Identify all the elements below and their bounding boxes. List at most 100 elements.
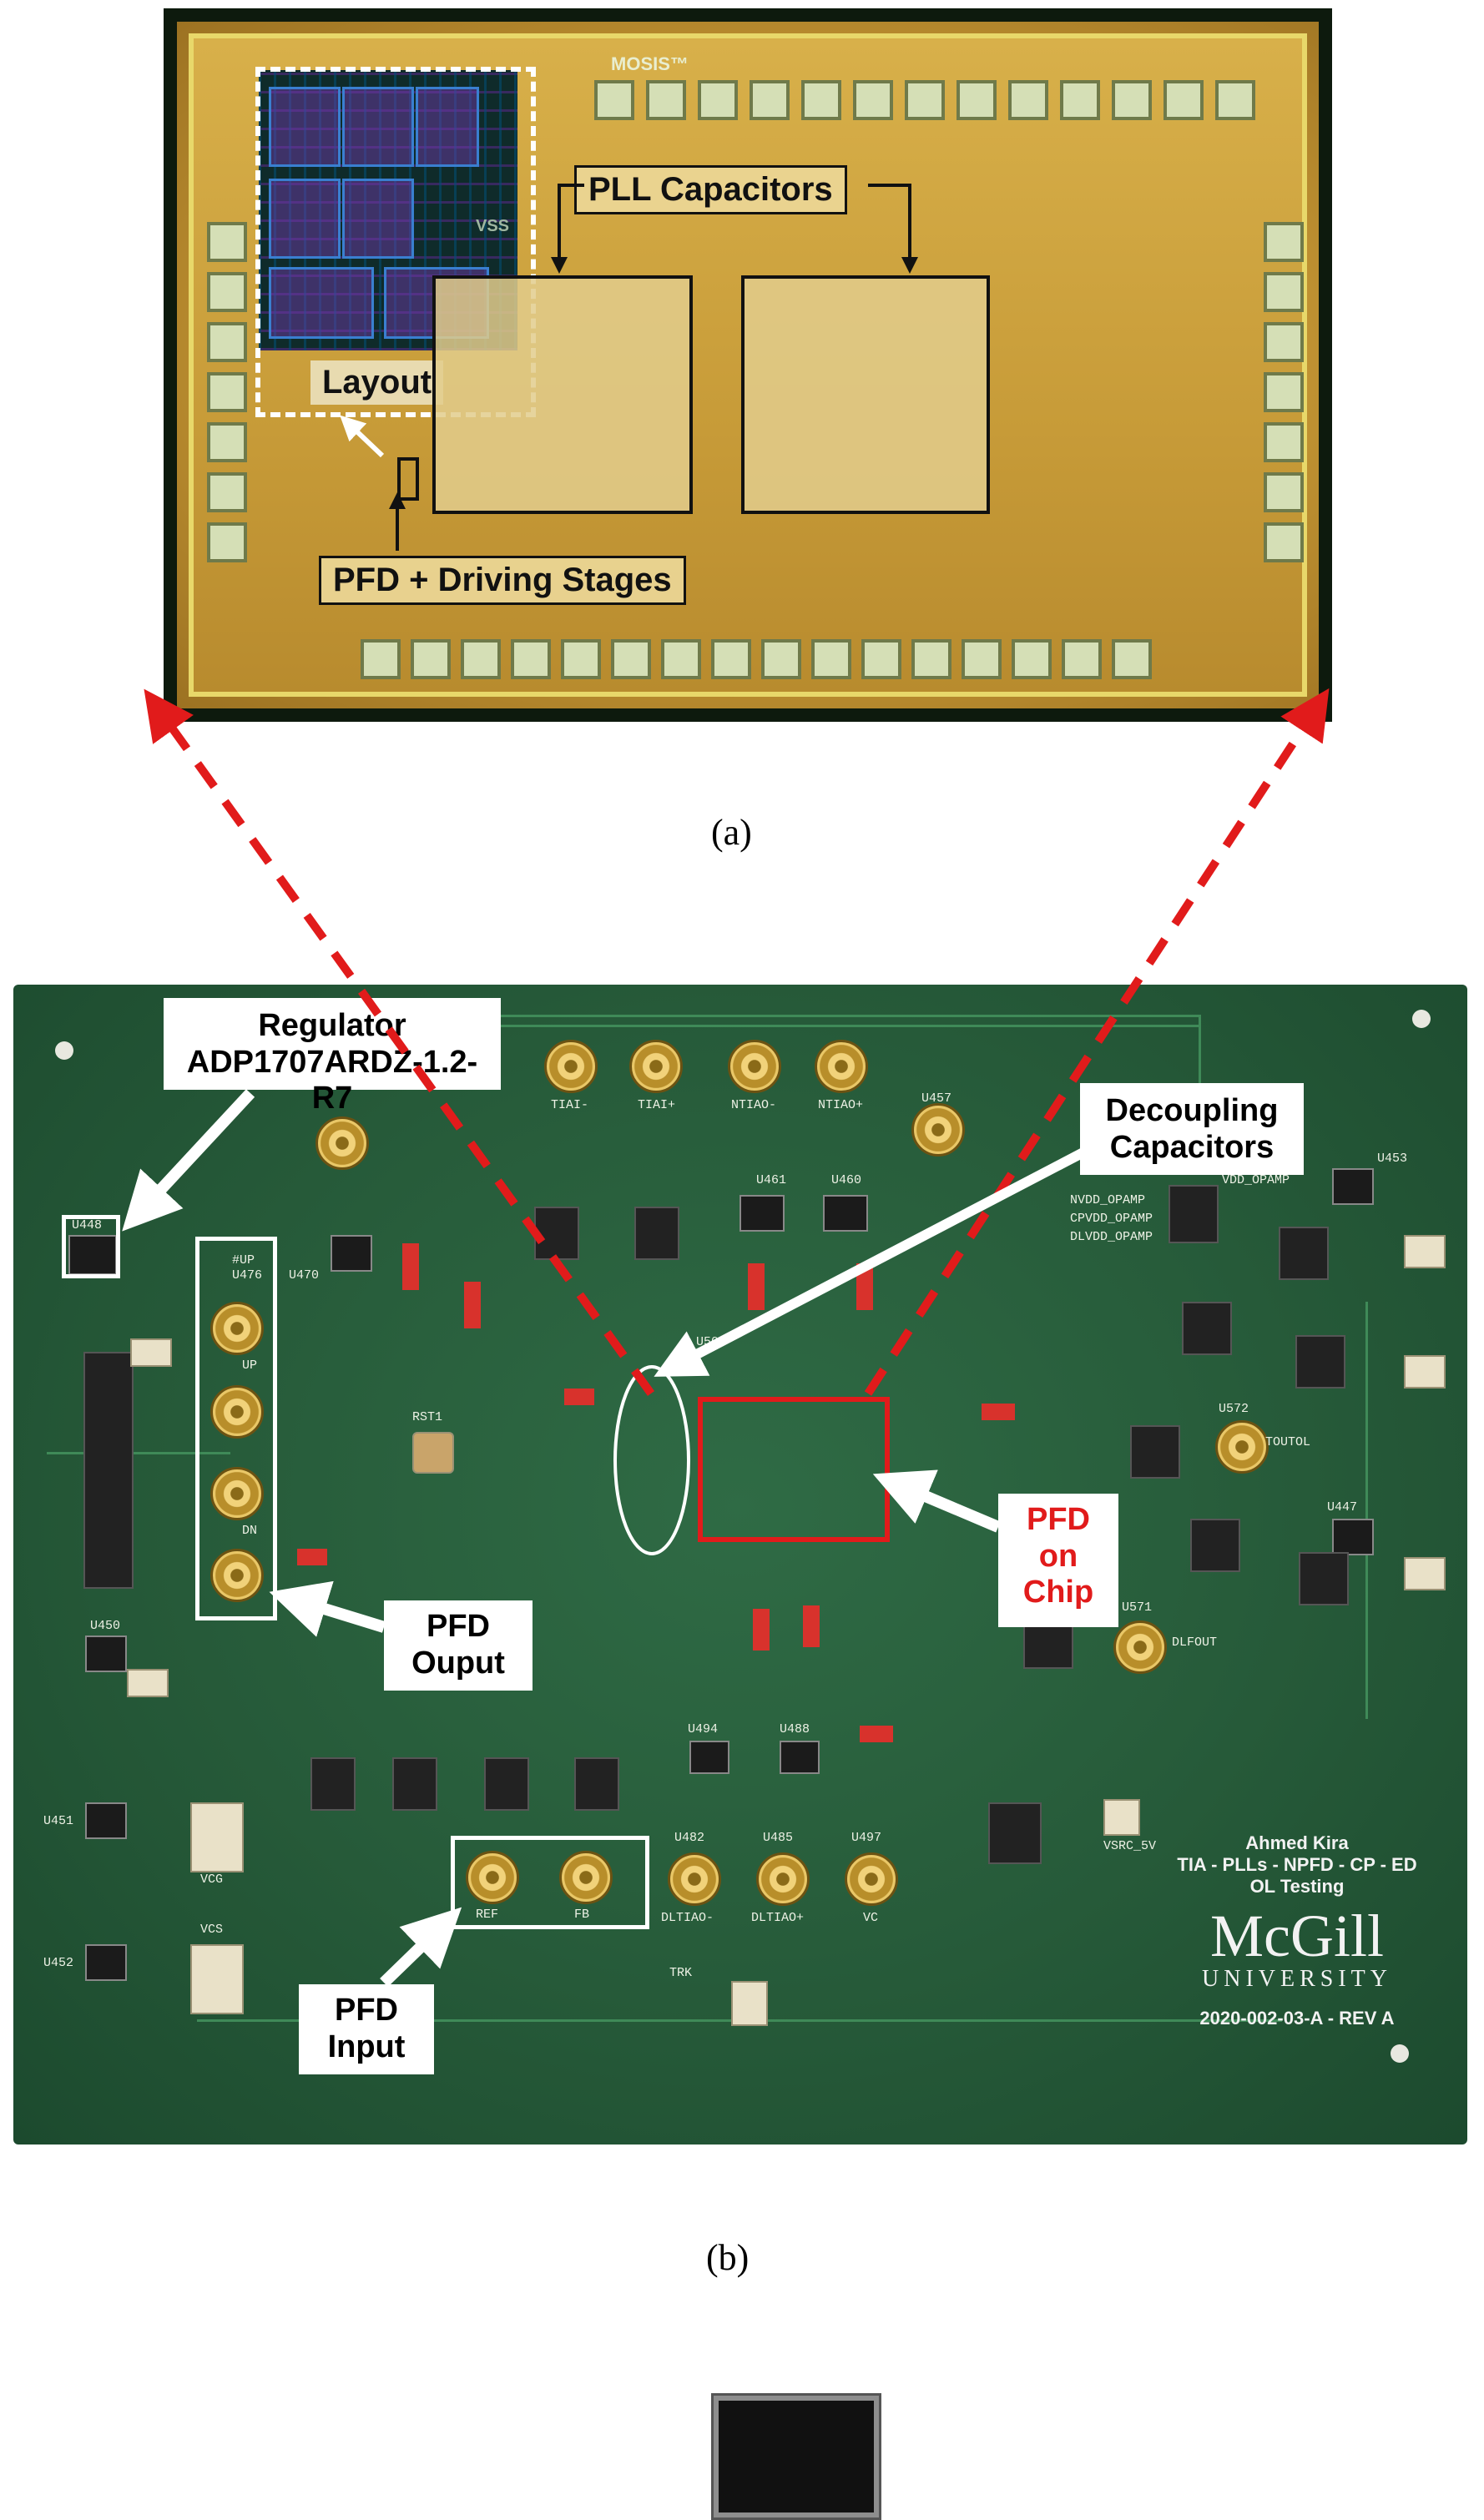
jumper xyxy=(564,1389,594,1405)
sma-connector xyxy=(210,1549,264,1602)
mosis-mark: MOSIS™ xyxy=(611,53,689,74)
bond-pad xyxy=(207,222,247,262)
jumper xyxy=(297,1549,327,1565)
bond-pad xyxy=(853,80,893,120)
pll-capacitors-label: PLL Capacitors xyxy=(574,165,847,214)
pcb-trace xyxy=(331,1025,1199,1027)
sma-connector xyxy=(210,1467,264,1520)
author-label: Ahmed Kira xyxy=(1245,1832,1349,1853)
header-connector xyxy=(130,1338,172,1367)
pfd-input-callout: PFD Input xyxy=(299,1984,434,2074)
bond-pad xyxy=(207,522,247,562)
sma-connector xyxy=(815,1040,868,1093)
regulator-arrow xyxy=(122,1089,255,1232)
u460-label: U460 xyxy=(831,1173,862,1187)
sma-connector xyxy=(210,1385,264,1439)
bond-pad xyxy=(646,80,686,120)
bond-pad xyxy=(801,80,841,120)
u572-label: U572 xyxy=(1219,1402,1249,1416)
fb-label: FB xyxy=(574,1908,590,1922)
bond-pad xyxy=(461,639,501,679)
mounting-hole xyxy=(55,1041,73,1060)
pfd-chip-callout-line2: on xyxy=(1038,1538,1078,1574)
panel-a-caption: (a) xyxy=(711,812,752,853)
zoom-arrow-right xyxy=(864,688,1330,1396)
ic-chip xyxy=(85,1944,127,1981)
pcb-board: TIAI- TIAI+ NTIAO- NTIAO+ U457 #UP U476 … xyxy=(13,985,1467,2520)
jumper xyxy=(856,1263,873,1310)
nup-label: #UP xyxy=(232,1253,255,1268)
ntiao-neg-label: NTIAO- xyxy=(731,1098,777,1112)
pfd-chip-callout: PFD on Chip xyxy=(998,1494,1118,1627)
dip-switch xyxy=(310,1757,356,1811)
vcs-label: VCS xyxy=(200,1923,224,1937)
sma-connector xyxy=(756,1852,810,1906)
pfd-output-callout-line2: Ouput xyxy=(411,1645,505,1681)
vss-label: VSS xyxy=(476,217,510,235)
bond-pad xyxy=(361,639,401,679)
zoom-arrow-left xyxy=(144,688,655,1396)
nvdd-opamp-label: NVDD_OPAMP xyxy=(1070,1193,1146,1207)
pcb-trace xyxy=(47,1452,230,1454)
sma-connector xyxy=(845,1852,898,1906)
bond-pad xyxy=(561,639,601,679)
header-connector xyxy=(127,1669,169,1697)
die-micrograph: MOSIS™ VSS Layout PLL Capacitors PFD + D… xyxy=(164,8,1332,722)
dip-switch xyxy=(1295,1335,1345,1389)
layout-highlight-box xyxy=(255,67,536,417)
pfd-driving-label: PFD + Driving Stages xyxy=(319,556,686,605)
pfd-input-arrow xyxy=(380,1907,462,1988)
sma-connector xyxy=(911,1103,965,1157)
bond-pad xyxy=(207,322,247,362)
vsrc-label: VSRC_5V xyxy=(1103,1839,1157,1853)
pfd-output-callout-line1: PFD xyxy=(427,1609,490,1644)
pfd-chip-callout-line3: Chip xyxy=(1022,1575,1094,1610)
vc-label: VC xyxy=(863,1911,879,1925)
dltiao-neg-label: DLTIAO- xyxy=(661,1911,714,1925)
header-connector xyxy=(190,1802,244,1872)
bond-pad xyxy=(1215,80,1255,120)
pcb-trace xyxy=(1199,1015,1201,1115)
project-label: TIA - PLLs - NPFD - CP - ED xyxy=(1177,1854,1417,1875)
bond-pad xyxy=(1060,80,1100,120)
decoupling-arrow xyxy=(654,1147,1088,1377)
header-connector xyxy=(1103,1799,1140,1836)
pfd-input-box xyxy=(451,1836,649,1929)
ic-chip xyxy=(85,1802,127,1839)
mounting-hole xyxy=(1391,2044,1409,2063)
bond-pad xyxy=(207,422,247,462)
decoupling-ellipse xyxy=(613,1365,690,1555)
jumper xyxy=(402,1243,419,1290)
bond-pad xyxy=(962,639,1002,679)
reset-button xyxy=(412,1432,454,1474)
bond-pad xyxy=(711,639,751,679)
u451-label: U451 xyxy=(43,1814,74,1828)
sma-connector xyxy=(210,1302,264,1355)
dip-switch xyxy=(634,1207,679,1260)
pfd-output-arrow xyxy=(269,1580,386,1637)
bond-pad xyxy=(1264,422,1304,462)
pfd-chip xyxy=(711,2393,881,2520)
sma-connector xyxy=(629,1040,683,1093)
tout-label: TOUTOL xyxy=(1265,1435,1311,1449)
layout-cell xyxy=(269,267,374,339)
tiai-pos-label: TIAI+ xyxy=(638,1098,676,1112)
u453-label: U453 xyxy=(1377,1152,1408,1166)
regulator-callout-line1: Regulator xyxy=(258,1008,406,1043)
u450-label: U450 xyxy=(90,1619,121,1633)
header-connector xyxy=(1404,1235,1446,1268)
jumper xyxy=(860,1726,893,1742)
dip-switch xyxy=(1299,1552,1349,1605)
testing-label: OL Testing xyxy=(1249,1876,1345,1897)
layout-cell xyxy=(269,179,341,259)
sma-connector xyxy=(315,1116,369,1170)
bond-pad xyxy=(594,80,634,120)
bond-pad xyxy=(1264,222,1304,262)
u452-label: U452 xyxy=(43,1956,74,1970)
cap-arrow-right xyxy=(868,184,918,274)
dip-switch xyxy=(1279,1227,1329,1280)
bond-pad xyxy=(511,639,551,679)
mounting-hole xyxy=(1412,1010,1431,1028)
bond-pad xyxy=(905,80,945,120)
header-connector xyxy=(190,1944,244,2014)
